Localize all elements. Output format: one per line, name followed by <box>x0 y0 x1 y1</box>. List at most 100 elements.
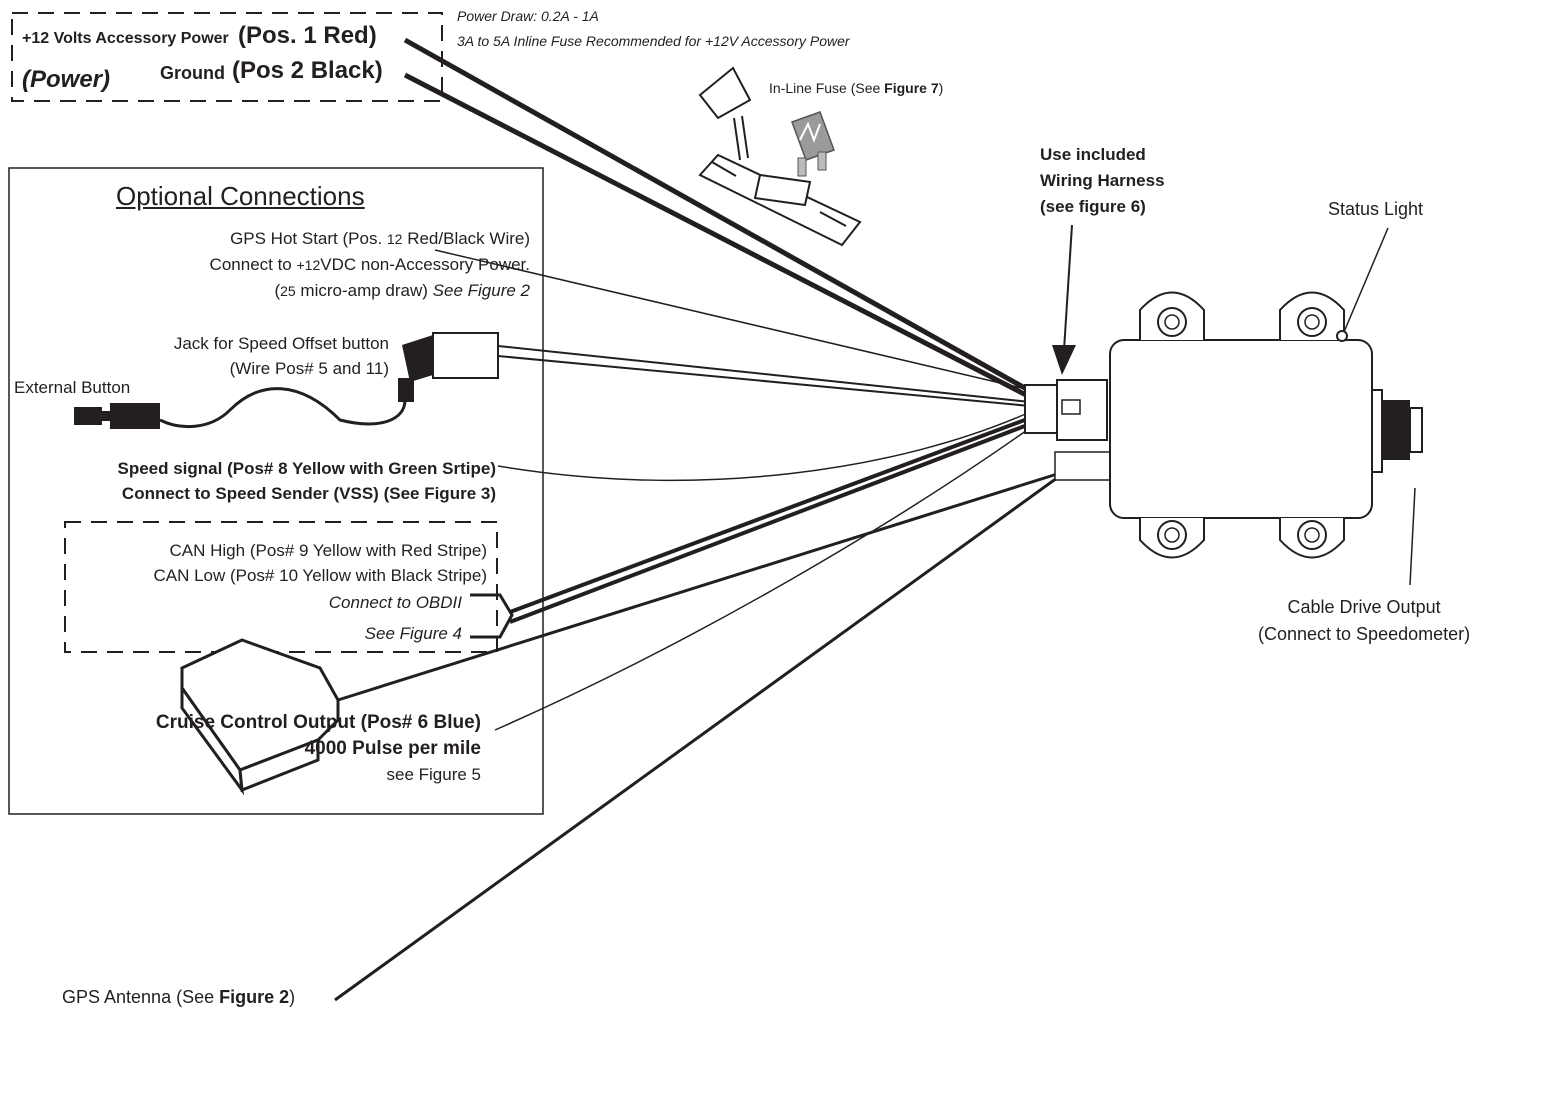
fuse-recommendation-note: 3A to 5A Inline Fuse Recommended for +12… <box>457 33 850 49</box>
cruise-label-line: Cruise Control Output (Pos# 6 Blue) <box>155 712 481 733</box>
can-label: CAN High (Pos# 9 Yellow with Red Stripe)… <box>153 538 487 588</box>
can-figure-ref: See Figure 4 <box>364 624 462 643</box>
power-wire-red <box>403 37 1034 395</box>
cable-drive-leader <box>1409 487 1416 586</box>
cable-drive-tip <box>1409 407 1423 453</box>
status-light-leader <box>1343 227 1389 333</box>
ground-label: Ground <box>160 63 225 83</box>
can-obd-label: Connect to OBDII See Figure 4 <box>329 587 462 649</box>
gps-antenna-label: GPS Antenna (See Figure 2) <box>62 987 295 1009</box>
cruise-output-wire <box>494 427 1031 731</box>
connector-latch <box>1061 399 1081 415</box>
optional-connections-box <box>8 167 544 815</box>
mount-hole-inner <box>1304 527 1320 543</box>
speed-offset-jack <box>159 332 499 429</box>
text-segment: See Figure 2 <box>432 281 530 300</box>
gps-hot-start-line-1: GPS Hot Start (Pos. 12 Red/Black Wire) <box>210 226 530 252</box>
accessory-power-pos: (Pos. 1 Red) <box>238 22 377 49</box>
mount-hole-inner <box>1164 314 1180 330</box>
mount-hole-inner <box>1304 314 1320 330</box>
blade-fuse-prong <box>817 151 827 171</box>
gps-antenna-figure-ref: Figure 2 <box>219 987 290 1007</box>
gps-hot-start-label: GPS Hot Start (Pos. 12 Red/Black Wire) C… <box>210 226 530 304</box>
button-cap <box>74 407 102 425</box>
jack-housing <box>432 332 499 379</box>
text-segment: Connect to <box>209 255 297 274</box>
gps-antenna-label-prefix: GPS Antenna (See <box>62 987 220 1007</box>
text-segment: VDC non-Accessory Power. <box>320 255 530 274</box>
status-light-led <box>1336 330 1348 342</box>
external-button-cable <box>159 387 407 429</box>
speed-signal-label: Speed signal (Pos# 8 Yellow with Green S… <box>117 456 496 506</box>
fuse-body-groove <box>711 161 737 177</box>
blade-fuse-icon <box>791 111 835 177</box>
cable-drive-label: Cable Drive Output (Connect to Speedomet… <box>1258 594 1470 648</box>
can-low-label: CAN Low (Pos# 10 Yellow with Black Strip… <box>153 566 487 585</box>
jack-label-line: Jack for Speed Offset button <box>173 334 389 353</box>
blade-fuse-prong <box>797 157 807 177</box>
speed-signal-wire <box>497 411 1031 482</box>
gps-hot-start-line-2: Connect to +12VDC non-Accessory Power. <box>210 252 530 278</box>
blade-fuse-element <box>799 121 821 143</box>
inline-fuse-label: In-Line Fuse (See Figure 7) <box>769 80 943 97</box>
jack-label: Jack for Speed Offset button (Wire Pos# … <box>174 331 389 381</box>
ground-pos: (Pos 2 Black) <box>232 57 383 84</box>
harness-label-line: (see figure 6) <box>1040 197 1146 216</box>
connector-shell <box>1024 384 1058 434</box>
can-low-wire <box>509 422 1031 624</box>
unit-body <box>1109 339 1373 519</box>
fuse-body-groove <box>819 211 847 227</box>
external-button-icon <box>74 403 160 429</box>
jack-strain-relief <box>398 378 414 402</box>
can-high-label: CAN High (Pos# 9 Yellow with Red Stripe) <box>169 541 487 560</box>
antenna-port <box>1054 451 1111 481</box>
gps-hot-start-wire <box>434 249 1031 391</box>
inline-fuse-label-prefix: In-Line Fuse (See <box>769 80 885 96</box>
speed-offset-wire-a <box>497 345 1031 403</box>
cable-drive-nut <box>1382 400 1410 460</box>
status-light-label: Status Light <box>1328 199 1424 219</box>
power-label: (Power) <box>22 66 111 93</box>
power-draw-note: Power Draw: 0.2A - 1A <box>457 8 599 24</box>
harness-arrow-line <box>1063 224 1073 351</box>
ground-wire-black <box>403 72 1034 401</box>
cable-drive-flange <box>1371 389 1383 473</box>
gps-hot-start-line-3: (25 micro-amp draw) See Figure 2 <box>210 278 530 304</box>
optional-connections-title: Optional Connections <box>116 181 365 211</box>
harness-label: Use included Wiring Harness (see figure … <box>1040 142 1165 220</box>
gps-antenna-icon <box>180 638 340 796</box>
harness-arrow-head <box>1052 345 1076 375</box>
can-obd-bracket <box>470 593 514 639</box>
jack-label-line: (Wire Pos# 5 and 11) <box>229 359 389 378</box>
cable-drive-label-line: (Connect to Speedometer) <box>1258 624 1471 644</box>
can-high-wire <box>509 416 1031 614</box>
gps-antenna-wire <box>334 468 1071 1002</box>
inline-fuse-holder <box>698 66 862 247</box>
speed-offset-wire-b <box>497 355 1031 407</box>
antenna-front <box>238 737 320 793</box>
text-segment: micro-amp draw) <box>295 281 433 300</box>
external-button-label: External Button <box>14 378 131 397</box>
mount-hole-inner <box>1164 527 1180 543</box>
fuse-cap-strap <box>733 115 749 161</box>
harness-label-line: Use included <box>1040 145 1146 164</box>
inline-fuse-label-suffix: ) <box>938 80 944 96</box>
cruise-label: Cruise Control Output (Pos# 6 Blue) 4000… <box>156 710 481 788</box>
button-body <box>110 403 160 429</box>
can-box-border <box>64 521 498 653</box>
text-segment: 25 <box>280 283 296 299</box>
harness-connector <box>1024 379 1111 481</box>
accessory-power-label: +12 Volts Accessory Power <box>22 30 229 47</box>
cruise-figure-ref: see Figure 5 <box>386 765 482 784</box>
power-box-border <box>11 12 443 102</box>
inline-fuse-figure-ref: Figure 7 <box>884 80 939 96</box>
cruise-label-line: 4000 Pulse per mile <box>304 738 481 759</box>
speedometer-interface-unit <box>1109 291 1423 559</box>
cable-drive-label-line: Cable Drive Output <box>1287 597 1441 617</box>
speed-signal-line: Speed signal (Pos# 8 Yellow with Green S… <box>117 459 496 478</box>
text-segment: +12 <box>296 257 321 273</box>
text-segment: 12 <box>386 231 403 247</box>
button-neck <box>102 411 110 421</box>
can-obd-line: Connect to OBDII <box>328 593 462 612</box>
